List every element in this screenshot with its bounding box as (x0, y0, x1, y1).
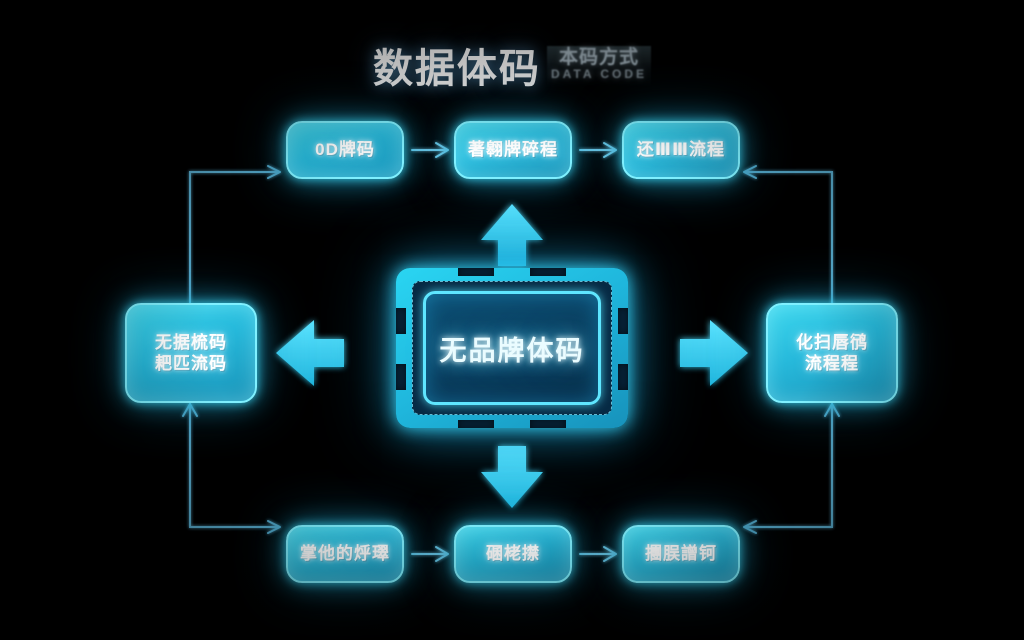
connector-right-bottom (743, 403, 840, 534)
top-node-2[interactable]: 著翱牌碎程 (454, 121, 572, 179)
title-sub-line2: DATA CODE (550, 67, 648, 81)
bottom-node-3[interactable]: 㩛脵譄钶 (622, 525, 740, 583)
hub-notch-left-2 (396, 364, 406, 390)
connector-left-bottom (182, 403, 281, 534)
left-node[interactable]: 无据梳码 耙匹流码 (125, 303, 257, 403)
hub-notch-bottom-2 (530, 420, 566, 428)
top-arrow-2-to-3 (579, 142, 617, 158)
bottom-node-1[interactable]: 掌他的烀璻 (286, 525, 404, 583)
bottom-node-2[interactable]: 碅栳㩒 (454, 525, 572, 583)
hub-arrow-up (481, 204, 543, 266)
hub-arrow-right (680, 320, 748, 386)
right-node[interactable]: 化扫唇鸻 流程程 (766, 303, 898, 403)
central-hub[interactable]: 无品牌体码 (396, 268, 628, 428)
hub-notch-right-2 (618, 364, 628, 390)
hub-notch-top-2 (530, 268, 566, 276)
hub-arrow-left (276, 320, 344, 386)
title-main-text: 数据体码 (372, 47, 541, 91)
bottom-arrow-2-to-3 (579, 546, 617, 562)
hub-inner-panel: 无品牌体码 (423, 291, 601, 405)
title-sub-line1: 本码方式 (558, 47, 639, 68)
top-node-1-label: 0D牌码 (315, 140, 375, 160)
hub-notch-left-1 (396, 308, 406, 334)
top-node-3[interactable]: 还ⅢⅢ流程 (622, 121, 740, 179)
connector-right-top (743, 165, 840, 317)
bottom-arrow-1-to-2 (411, 546, 449, 562)
top-node-1[interactable]: 0D牌码 (286, 121, 404, 179)
hub-notch-bottom-1 (458, 420, 494, 428)
hub-label: 无品牌体码 (439, 335, 585, 366)
top-node-2-label: 著翱牌碎程 (468, 140, 558, 160)
hub-arrow-down (481, 446, 543, 508)
hub-notch-top-1 (458, 268, 494, 276)
left-node-label: 无据梳码 耙匹流码 (155, 332, 227, 373)
hub-notch-right-1 (618, 308, 628, 334)
top-node-3-label: 还ⅢⅢ流程 (636, 140, 726, 160)
bottom-node-3-label: 㩛脵譄钶 (645, 544, 717, 564)
top-arrow-1-to-2 (411, 142, 449, 158)
connector-left-top (189, 165, 281, 303)
bottom-node-2-label: 碅栳㩒 (486, 544, 540, 564)
right-node-label: 化扫唇鸻 流程程 (796, 332, 868, 373)
bottom-node-1-label: 掌他的烀璻 (300, 544, 390, 564)
